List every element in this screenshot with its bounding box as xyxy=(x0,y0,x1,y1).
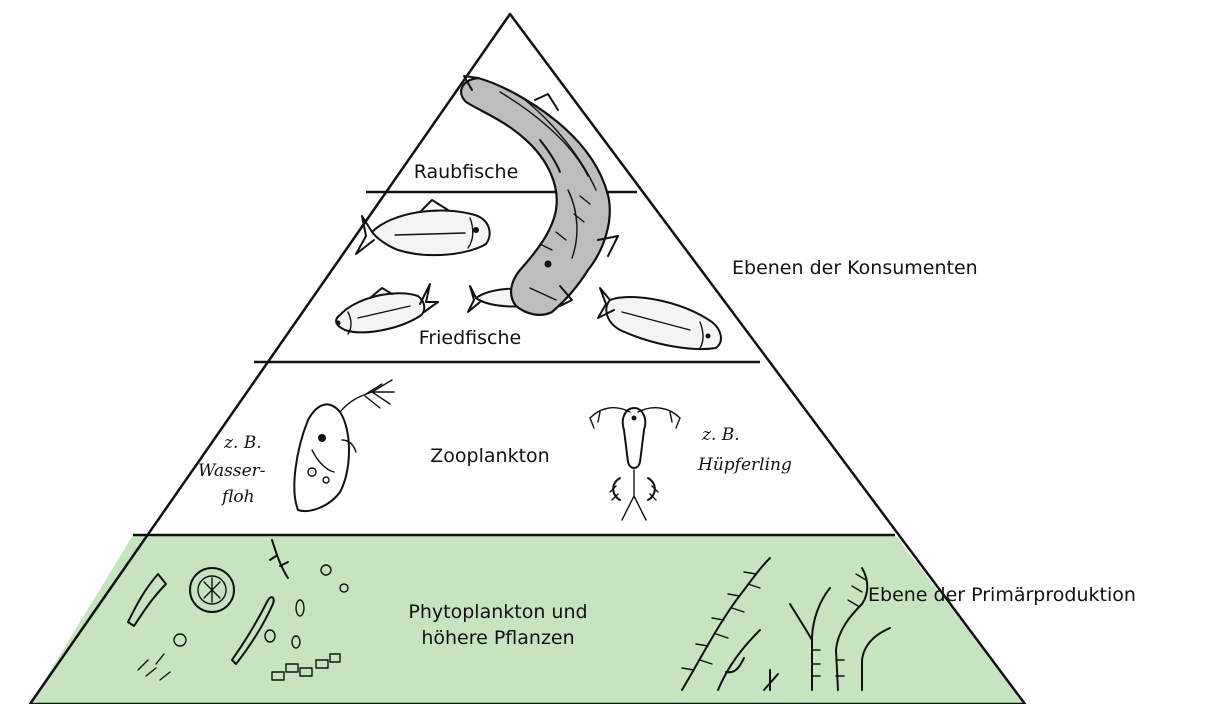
side-label-primary: Ebene der Primärproduktion xyxy=(868,584,1136,606)
roach-icon xyxy=(598,288,721,349)
pike-icon xyxy=(461,76,618,315)
tier-label-base-line1: Phytoplankton und xyxy=(408,601,587,623)
tier-label-top: Raubfische xyxy=(414,161,519,183)
annotation-right-line2: Hüpferling xyxy=(697,455,792,475)
annotation-left-line1: z. B. xyxy=(223,433,262,453)
water-flea-icon xyxy=(294,380,394,511)
annotation-right-line1: z. B. xyxy=(701,425,740,445)
tier-label-second: Friedfische xyxy=(419,327,521,349)
copepod-icon xyxy=(590,408,680,520)
annotation-left-line2: Wasser- xyxy=(198,461,266,481)
side-label-consumers: Ebenen der Konsumenten xyxy=(732,257,978,279)
annotation-left-line3: floh xyxy=(220,487,255,507)
tier-label-base-line2: höhere Pflanzen xyxy=(421,627,574,649)
tier-label-third: Zooplankton xyxy=(430,445,549,467)
